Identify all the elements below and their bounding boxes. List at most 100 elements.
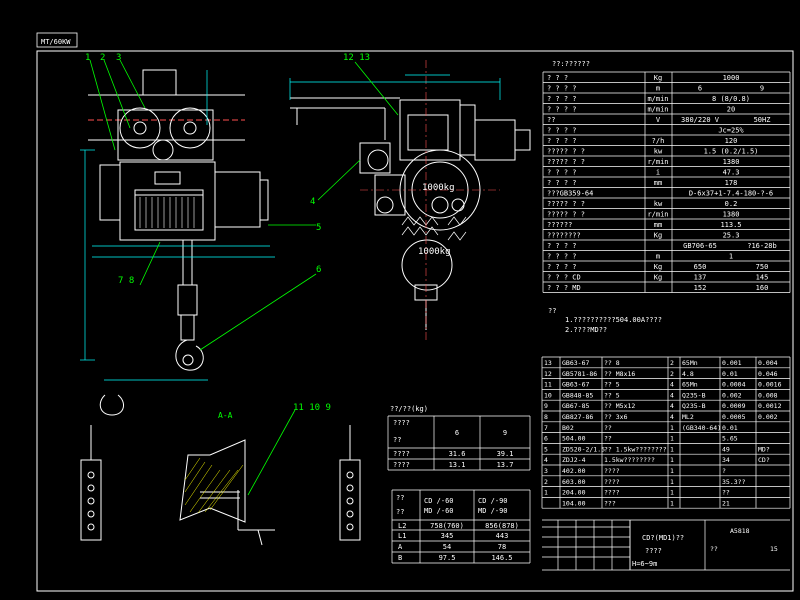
dim-header-cell: CD /-90 bbox=[478, 497, 508, 505]
spec-row-value: 137 bbox=[694, 274, 707, 282]
spec-row-label: ?????? bbox=[547, 221, 572, 229]
parts-cell: 12 bbox=[544, 370, 552, 378]
spec-row-unit: Kg bbox=[654, 274, 662, 282]
parts-cell: 2 bbox=[544, 478, 548, 486]
pendant-left bbox=[80, 425, 102, 541]
parts-cell: (GB340-64) bbox=[682, 424, 721, 432]
parts-cell: 1 bbox=[670, 489, 674, 497]
spec-row-label: ? ? ? ? bbox=[547, 242, 577, 250]
parts-cell: 0.0004 bbox=[722, 381, 746, 389]
spec-row-label: ???????? bbox=[547, 232, 581, 240]
spec-row-value-2: 160 bbox=[756, 284, 769, 292]
parts-cell: 0.004 bbox=[758, 359, 778, 367]
parts-cell: ???? bbox=[604, 489, 620, 497]
title-block-height: H=6~9m bbox=[632, 560, 657, 568]
dim-cell: 78 bbox=[498, 543, 506, 551]
weight-cell: 39.1 bbox=[497, 450, 514, 458]
parts-cell: 204.00 bbox=[562, 489, 586, 497]
section-leaders bbox=[247, 409, 296, 496]
spec-row-label: ? ? ? ? bbox=[547, 179, 577, 187]
weight-header-cell: ?? bbox=[393, 436, 401, 444]
spec-row-value: 1000 bbox=[723, 74, 740, 82]
weight-header-cell: 6 bbox=[455, 429, 459, 437]
parts-cell: 0.008 bbox=[758, 391, 778, 399]
parts-cell: 603.00 bbox=[562, 478, 586, 486]
spec-row-value: 47.3 bbox=[723, 169, 740, 177]
parts-cell: ???? bbox=[604, 478, 620, 486]
spec-row-value: 1 bbox=[729, 253, 733, 261]
capacity-label-drum: 1000kg bbox=[422, 183, 455, 193]
spec-row-value: 152 bbox=[694, 284, 707, 292]
parts-cell: 1 bbox=[670, 424, 674, 432]
front-callout-leaders bbox=[89, 59, 317, 351]
notes-title: ?? bbox=[548, 307, 556, 315]
spec-row-label: ? ? ? CD bbox=[547, 274, 581, 282]
weight-header-cell: 9 bbox=[503, 429, 507, 437]
spec-row-unit: mm bbox=[654, 221, 662, 229]
weight-cell: 13.7 bbox=[497, 461, 514, 469]
title-block-scale: ?? bbox=[710, 545, 718, 553]
spec-row-unit: kw bbox=[654, 200, 663, 208]
section-view bbox=[179, 439, 275, 546]
spec-row-label: ????? ? ? bbox=[547, 158, 585, 166]
parts-cell: 504.00 bbox=[562, 435, 586, 443]
parts-cell: GB63-67 bbox=[562, 359, 589, 367]
parts-cell: ZDJ2-4 bbox=[562, 456, 586, 464]
dim-cell: A bbox=[398, 543, 403, 551]
title-block-sheet: 15 bbox=[770, 545, 778, 553]
parts-cell: MD? bbox=[758, 445, 770, 453]
dim-cell: 443 bbox=[496, 532, 509, 540]
parts-cell: 1.5kw???????? bbox=[604, 456, 655, 464]
parts-cell: ??? bbox=[604, 499, 616, 507]
note-line: 2.????MD?? bbox=[565, 326, 607, 334]
side-view-ropes bbox=[401, 216, 467, 241]
dim-cell: 146.5 bbox=[491, 554, 512, 562]
parts-cell: 0.0009 bbox=[722, 402, 746, 410]
side-view bbox=[290, 97, 531, 330]
spec-row-label: ????? ? ? bbox=[547, 211, 585, 219]
parts-cell: ?? bbox=[722, 489, 730, 497]
spec-row-label: ????? ? ? bbox=[547, 148, 585, 156]
parts-cell: 4.8 bbox=[682, 370, 694, 378]
parts-cell: 65Mn bbox=[682, 381, 698, 389]
section-hatch bbox=[184, 457, 244, 514]
parts-cell: 5.65 bbox=[722, 435, 738, 443]
callout-5: 5 bbox=[316, 223, 321, 233]
parts-cell: ?? 3x6 bbox=[604, 413, 628, 421]
note-line: 1.??????????504.00A???? bbox=[565, 316, 662, 324]
parts-cell: 2 bbox=[670, 359, 674, 367]
spec-row-label: ? ? ? bbox=[547, 74, 568, 82]
parts-cell: ? bbox=[722, 467, 726, 475]
spec-row-value: 120 bbox=[725, 137, 738, 145]
parts-cell: 34 bbox=[722, 456, 730, 464]
parts-cell: 1 bbox=[670, 435, 674, 443]
parts-cell: 11 bbox=[544, 381, 552, 389]
front-view-hatch bbox=[139, 197, 195, 228]
side-view-centerlines bbox=[360, 60, 500, 340]
parts-cell: 21 bbox=[722, 499, 730, 507]
weight-cell: ???? bbox=[393, 461, 410, 469]
dim-header-cell: ?? bbox=[396, 508, 404, 516]
spec-row-label: ? ? ? ? bbox=[547, 127, 577, 135]
spec-row-value-2: 9 bbox=[760, 85, 764, 93]
spec-row-value: 380/220 V bbox=[681, 116, 720, 124]
parts-cell: 8 bbox=[544, 413, 548, 421]
parts-cell: 1 bbox=[670, 499, 674, 507]
parts-cell: 0.0016 bbox=[758, 381, 782, 389]
parts-cell: GB63-67 bbox=[562, 381, 589, 389]
weight-cell: 31.6 bbox=[449, 450, 466, 458]
parts-cell: 0.01 bbox=[722, 424, 738, 432]
dim-header-cell: ?? bbox=[396, 494, 404, 502]
front-view bbox=[88, 69, 269, 416]
parts-cell: 65Mn bbox=[682, 359, 698, 367]
parts-cell: Q235-B bbox=[682, 391, 706, 399]
parts-cell: ?? 5 bbox=[604, 391, 620, 399]
parts-cell: 4 bbox=[670, 413, 674, 421]
parts-cell: 35.3?? bbox=[722, 478, 746, 486]
spec-row-label: ? ? ? ? bbox=[547, 106, 577, 114]
dim-cell: L2 bbox=[398, 522, 406, 530]
parts-cell: ?? bbox=[604, 435, 612, 443]
